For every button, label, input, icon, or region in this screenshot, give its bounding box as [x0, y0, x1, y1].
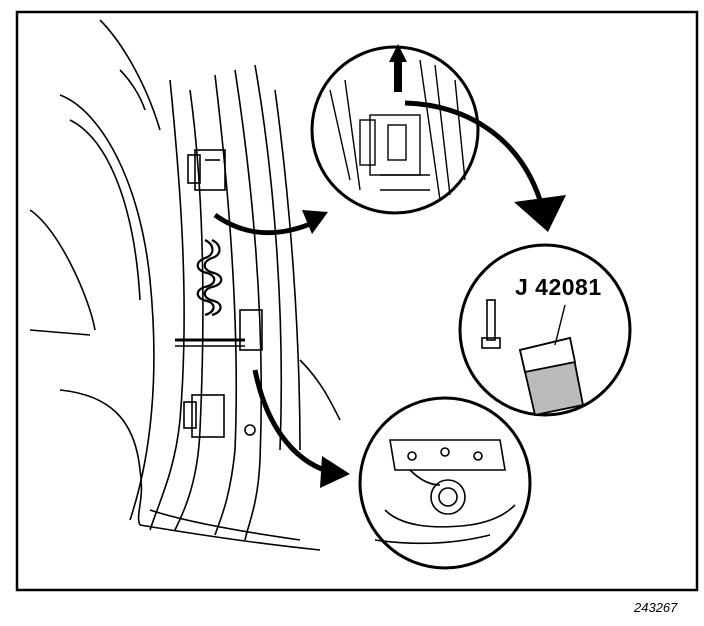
tool-detail: [458, 243, 632, 417]
door-frame-drawing: [29, 19, 341, 551]
figure-number: 243267: [634, 600, 678, 615]
arrow-to-upper-detail: [213, 210, 328, 236]
upper-hinge-detail: [310, 44, 480, 215]
lower-hinge-detail: [358, 396, 532, 570]
arrow-to-tool-detail: [404, 100, 566, 232]
arrow-to-lower-detail: [252, 369, 350, 488]
tool-callout-label: J 42081: [515, 274, 602, 300]
